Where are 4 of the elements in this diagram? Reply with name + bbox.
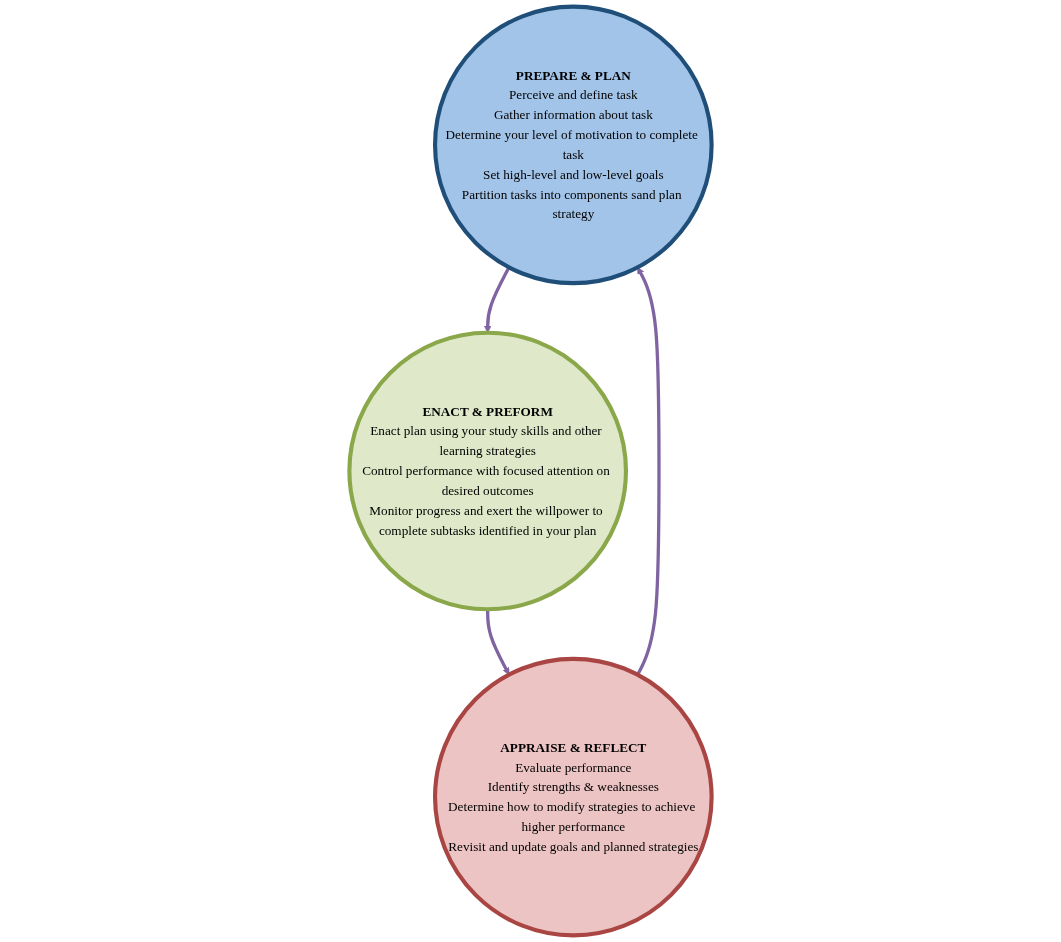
node-circle: PREPARE & PLAN Perceive and define task Gather information about task Determine your level of motivation to complete task Set high-level and low-level goals Partition tasks into components sand plan strategy: [432, 4, 714, 286]
node-circle: ENACT & PREFORM Enact plan using your study skills and other learning strategies Control performance with focused attention on desired outcomes Monitor progress and exert the willpower to complete subtasks identified in your plan: [347, 330, 629, 612]
node-circle: APPRAISE & REFLECT Evaluate performance Identify strengths & weaknesses Determine how to modify strategies to achieve higher performance Revisit and update goals and planned strategies: [432, 656, 714, 938]
arrow: [486, 609, 510, 675]
